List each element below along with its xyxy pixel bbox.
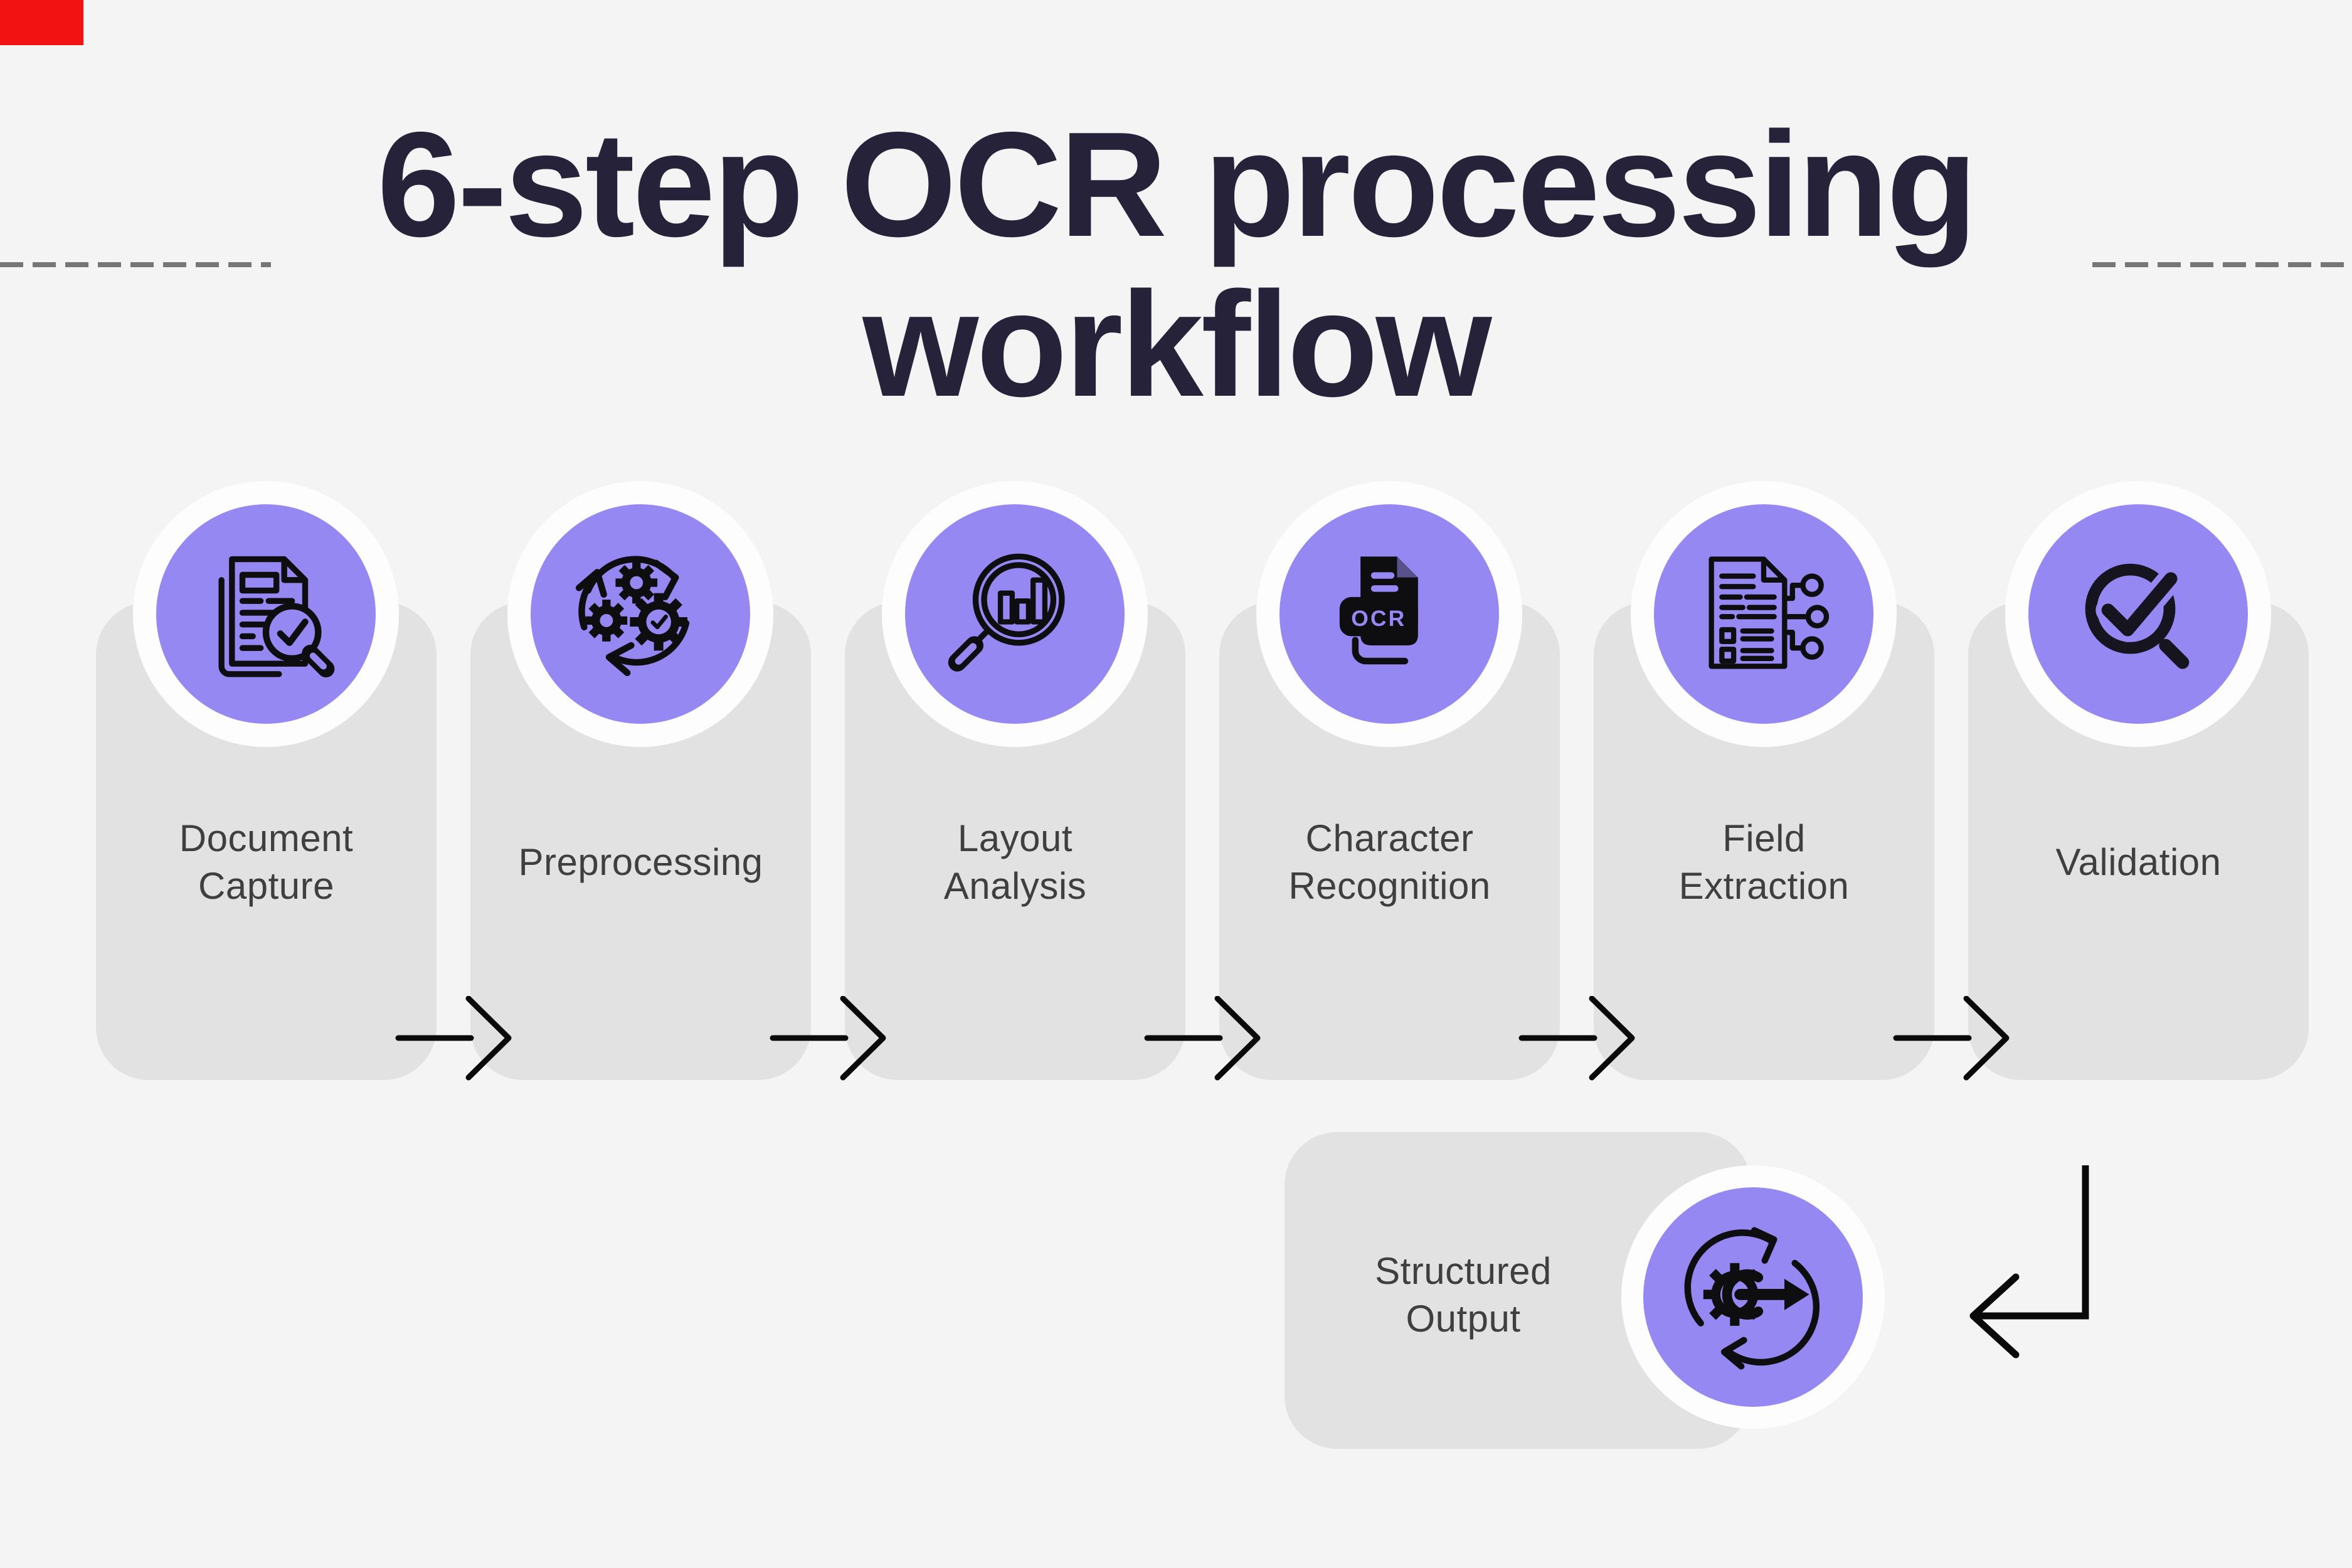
step-label-line: Analysis [943,865,1087,907]
ocr-file-icon: OCR [1339,556,1418,665]
step-label-line: Character [1305,817,1474,859]
step-character-recognition: OCR Character Recognition [1219,481,1560,1083]
gear-small-left [585,600,628,642]
structured-output-label: Structured Output [1303,1223,1623,1367]
step-label: Field Extraction [1602,803,1926,922]
step-validation: Validation [1968,481,2309,1083]
step-label: Character Recognition [1228,803,1551,922]
step-label-line: Recognition [1288,865,1491,907]
step-layout-analysis: Layout Analysis [845,481,1185,1083]
icon-bubble [531,504,750,724]
step-field-extraction: Field Extraction [1594,481,1934,1083]
arrow-right-5 [1893,996,2010,1081]
step-label-line: Field [1722,817,1806,859]
gear-big-check [630,593,687,651]
icon-bubble [905,504,1125,724]
step-preprocessing: Preprocessing [470,481,811,1083]
step-label-line: Document [179,817,354,859]
ocr-badge-text: OCR [1351,606,1406,631]
page-title-line1: 6-step OCR processing [377,102,1978,268]
gear-small-top [615,561,658,604]
step-label-line: Capture [198,865,334,907]
arrow-down-left [1969,1165,2089,1359]
check-circle-magnifier-icon [2085,563,2190,669]
step-label-line: Extraction [1678,865,1850,907]
arrow-right-1 [395,996,512,1081]
icon-bubble [156,504,376,724]
step-label: Document Capture [105,803,428,922]
icon-bubble [1654,504,1873,724]
page-title-line2: workflow [862,261,1491,428]
icon-bubble [1643,1187,1863,1407]
right-dashed-line [2092,262,2352,267]
document-nodes-icon [1708,556,1830,669]
arrow-right-2 [770,996,886,1081]
step-label-line: Output [1406,1298,1521,1340]
step-label: Validation [1977,803,2300,922]
step-label: Layout Analysis [854,803,1177,922]
document-magnifier-check-icon [218,556,335,678]
icon-bubble [2028,504,2248,724]
gears-cycle-icon [575,556,690,676]
step-label-line: Preprocessing [518,841,763,883]
magnifier-bar-chart-icon [948,553,1065,672]
icon-bubble: OCR [1279,504,1499,724]
step-label-line: Validation [2055,841,2222,883]
arrow-right-4 [1518,996,1635,1081]
step-label: Preprocessing [479,803,802,922]
page-title: 6-step OCR processing workflow [0,105,2352,425]
step-label-line: Structured [1375,1250,1552,1292]
gear-export-cycle-icon [1684,1227,1820,1370]
step-document-capture: Document Capture [96,481,437,1083]
left-dashed-line [0,262,271,267]
red-corner-mark [0,0,83,45]
arrow-right-3 [1144,996,1261,1081]
step-label-line: Layout [957,817,1073,859]
